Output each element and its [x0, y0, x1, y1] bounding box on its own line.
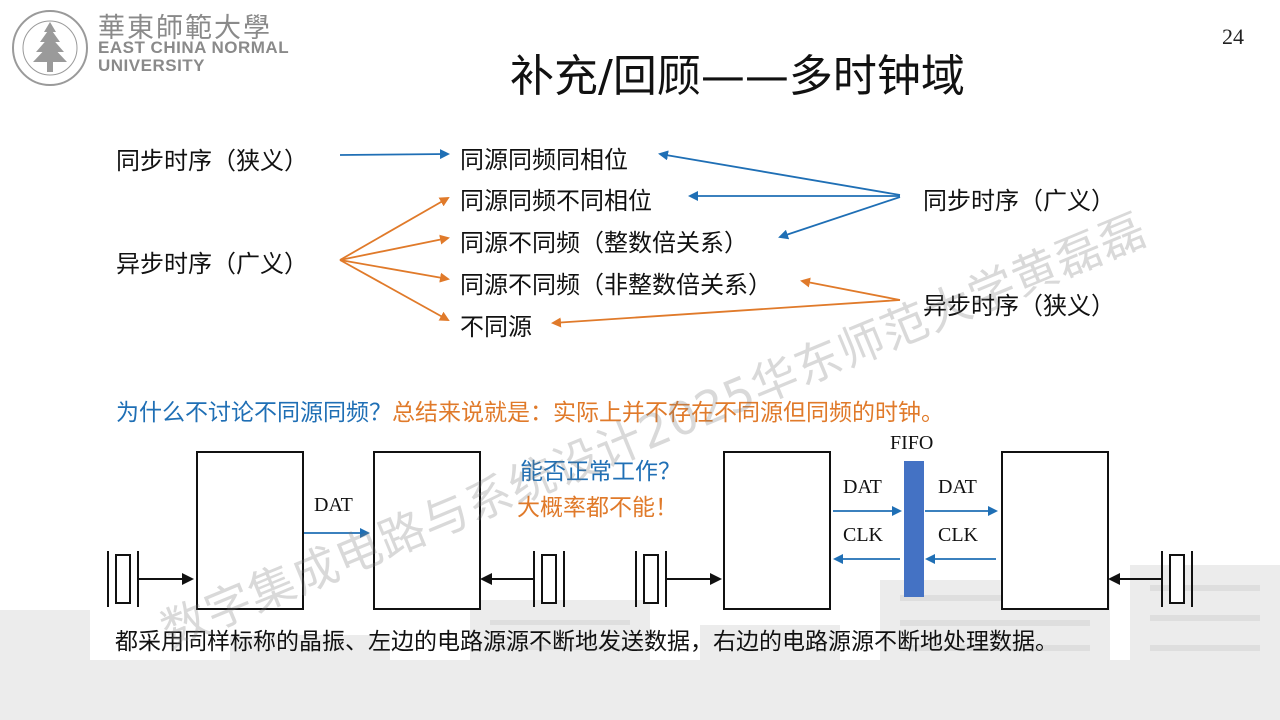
fifo-dat-in-label: DAT — [843, 476, 882, 499]
left-dat-label: DAT — [314, 494, 353, 517]
item-same-source-non-int-multiple: 同源不同频（非整数倍关系） — [460, 265, 772, 300]
question-line: 为什么不讨论不同源同频？总结来说就是：实际上并不存在不同源但同频的时钟。 — [116, 393, 944, 427]
left-sync-narrow-label: 同步时序（狭义） — [116, 141, 308, 176]
fifo-dat-out-label: DAT — [938, 476, 977, 499]
question-text: 为什么不讨论不同源同频？ — [116, 400, 392, 426]
fifo-clk-in-label: CLK — [843, 524, 883, 547]
item-same-source-freq-phase: 同源同频同相位 — [460, 140, 628, 175]
item-same-source-freq-diff-phase: 同源同频不同相位 — [460, 181, 652, 216]
right-sync-broad-label: 同步时序（广义） — [923, 181, 1115, 216]
item-same-source-int-multiple: 同源不同频（整数倍关系） — [460, 223, 748, 258]
right-receiver-block — [1001, 451, 1109, 610]
fifo-block — [904, 461, 924, 597]
fifo-clk-out-label: CLK — [938, 524, 978, 547]
fifo-label: FIFO — [890, 432, 933, 455]
item-different-source: 不同源 — [460, 307, 532, 342]
left-async-broad-label: 异步时序（广义） — [116, 244, 308, 279]
right-sender-block — [723, 451, 831, 610]
